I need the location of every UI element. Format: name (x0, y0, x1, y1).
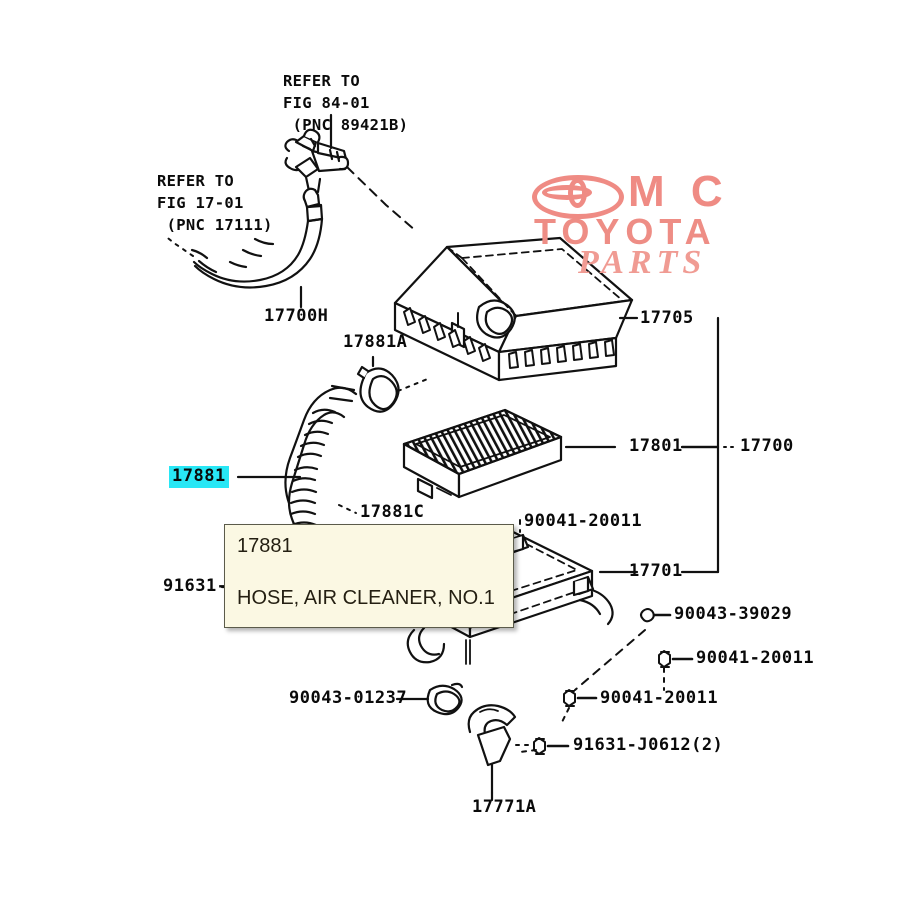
cap-clips-left (403, 307, 491, 362)
leader-17111 (163, 234, 194, 257)
refer-to-fig-84-01: REFER TO FIG 84-01 (PNC 89421B) (283, 70, 408, 136)
fastener-91631-j0612 (533, 737, 570, 755)
leader-sensor-to-cover (346, 166, 417, 232)
group-bracket-17700 (680, 316, 720, 574)
label-17881c[interactable]: 17881C (360, 502, 425, 522)
label-90041-20011-b[interactable]: 90041-20011 (696, 648, 815, 668)
label-90043-01237[interactable]: 90043-01237 (289, 688, 408, 708)
leader-17881a-dotted (397, 377, 431, 392)
tooltip-part-number: 17881 (237, 535, 293, 557)
fastener-90041-20011-c (563, 689, 598, 707)
label-17705[interactable]: 17705 (640, 308, 694, 328)
refer-line-2: FIG 17-01 (157, 194, 244, 212)
leader-fastener-dashed-4 (519, 749, 537, 753)
label-17881a[interactable]: 17881A (343, 332, 408, 352)
refer-line-2: FIG 84-01 (283, 94, 370, 112)
air-filter-element-17801 (402, 408, 563, 500)
air-cleaner-hose-17881 (284, 384, 358, 548)
tooltip-part-description: HOSE, AIR CLEANER, NO.1 (237, 587, 495, 609)
label-17771a[interactable]: 17771A (472, 797, 537, 817)
label-17700[interactable]: 17700 (740, 436, 794, 456)
air-temp-sensor-part (284, 128, 350, 194)
refer-line-3: (PNC 89421B) (283, 116, 409, 134)
leader-fastener-dashed-1 (574, 629, 646, 691)
label-90041-20011-c[interactable]: 90041-20011 (600, 688, 719, 708)
label-90043-39029[interactable]: 90043-39029 (674, 604, 793, 624)
label-17700h[interactable]: 17700H (264, 306, 329, 326)
label-91631-j0612[interactable]: 91631-J0612(2) (573, 735, 724, 755)
fastener-90041-20011-b (658, 650, 694, 668)
refer-line-3: (PNC 17111) (157, 216, 273, 234)
hose-clamp-17881a (356, 365, 400, 413)
cap-clips-right (508, 339, 615, 369)
refer-to-fig-17-01: REFER TO FIG 17-01 (PNC 17111) (157, 170, 273, 236)
grommet-90043-01237 (426, 682, 464, 716)
inlet-hose-17700h (190, 187, 324, 289)
label-17801[interactable]: 17801 (629, 436, 683, 456)
label-17881-highlighted[interactable]: 17881 (169, 466, 229, 488)
bracket-17771a (467, 704, 517, 795)
part-tooltip: 17881 HOSE, AIR CLEANER, NO.1 (224, 524, 514, 628)
refer-line-1: REFER TO (157, 172, 235, 190)
label-91631-left[interactable]: 91631- (163, 576, 228, 596)
refer-line-1: REFER TO (283, 72, 361, 90)
label-90041-20011-a[interactable]: 90041-20011 (524, 511, 643, 531)
leader-fastener-dashed-3 (561, 707, 570, 723)
label-17701[interactable]: 17701 (629, 561, 683, 581)
fastener-90043-39029 (640, 608, 672, 623)
leader-17881c (338, 504, 357, 514)
